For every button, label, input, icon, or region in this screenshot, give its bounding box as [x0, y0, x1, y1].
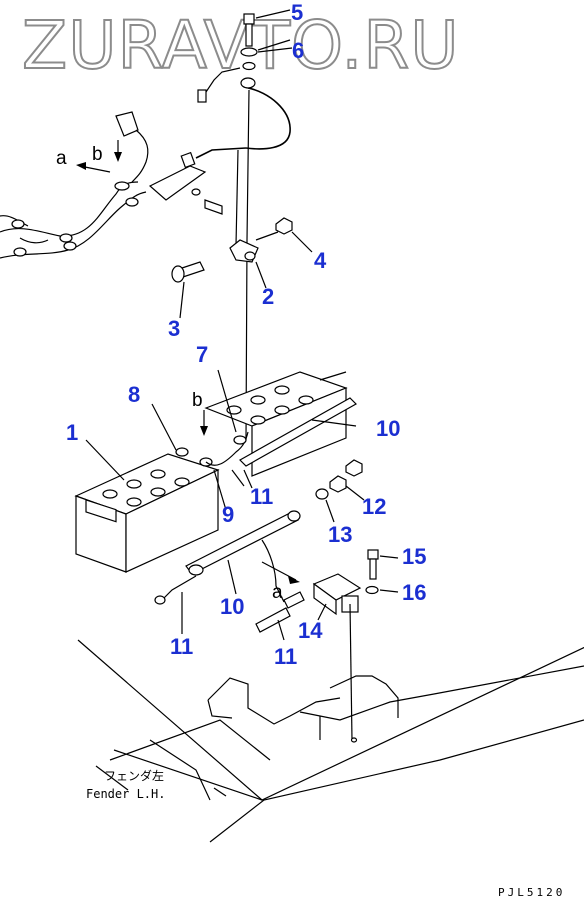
fender-outline: [77, 639, 584, 843]
harness-clip-4: [63, 241, 77, 251]
bolt-5-shank: [245, 23, 253, 47]
callout-14: 14: [298, 618, 323, 643]
rod-11: [283, 591, 305, 609]
view-b-mid: b: [192, 390, 203, 411]
washer-13: [315, 488, 329, 500]
view-a-top: a: [56, 148, 67, 169]
callout-1: 1: [66, 420, 78, 445]
drawing-code: PJL5120: [498, 886, 565, 899]
clamp-bolt: [204, 199, 223, 215]
mounting-hardware: [171, 217, 313, 319]
callout-8: 8: [128, 382, 140, 407]
hold-down-bar-rear: [239, 397, 357, 467]
arrow-b-head: [114, 152, 122, 162]
view-a-low: a: [272, 582, 283, 603]
bolt-5-head: [243, 13, 255, 25]
rod-11-hook: [255, 607, 291, 633]
callout-4: 4: [314, 248, 327, 273]
harness-clip-3: [13, 247, 27, 257]
callout-5: 5: [291, 0, 303, 25]
harness-clip-1: [11, 219, 25, 229]
clamp-washer: [191, 188, 201, 196]
arrow-b-mid-head: [200, 426, 208, 436]
bolt-15-head: [367, 549, 379, 560]
callout-10-rear: 10: [376, 416, 400, 441]
battery-caps: [102, 385, 314, 507]
arrow-a-low-head: [288, 576, 300, 584]
washer-16: [365, 585, 379, 595]
arrow-a-low: [261, 561, 297, 581]
callout-3: 3: [168, 316, 180, 341]
terminal-8: [175, 447, 189, 457]
clamp-tab: [180, 151, 196, 169]
view-b-top: b: [92, 144, 103, 165]
harness-clip-5: [114, 181, 130, 191]
watermark: ZURAVTO.RU: [22, 7, 460, 84]
callout-10-front: 10: [220, 594, 244, 619]
callout-2: 2: [262, 284, 274, 309]
bar-end-2: [188, 564, 204, 576]
bolt-15-shank: [369, 558, 377, 580]
battery-handle: [85, 499, 117, 523]
callout-12: 12: [362, 494, 386, 519]
nut-12b: [329, 475, 347, 493]
nut-4: [275, 217, 293, 235]
callout-15: 15: [402, 544, 426, 569]
bar-end: [287, 510, 301, 522]
callout-7: 7: [196, 342, 208, 367]
ground-cable-assembly: [0, 9, 293, 441]
rod-end: [154, 595, 166, 605]
nut-12a: [345, 459, 363, 477]
harness-clip-2: [59, 233, 73, 243]
harness-clip-6: [125, 197, 139, 207]
fender-caption-en: Fender L.H.: [86, 787, 165, 801]
callout-11-left: 11: [170, 634, 193, 659]
callout-6: 6: [292, 38, 304, 63]
harness-plug: [115, 111, 139, 137]
callout-16: 16: [402, 580, 426, 605]
lower-hardware: [154, 459, 399, 743]
clamp-bracket: [148, 165, 207, 201]
bracket-14-face: [313, 582, 337, 616]
callout-11-low: 11: [274, 644, 297, 669]
ring-terminal: [240, 77, 256, 89]
callout-9: 9: [222, 502, 234, 527]
mount-point: [350, 737, 358, 743]
fender-caption-jp: フェンダ左: [104, 768, 164, 783]
callout-11-mid: 11: [250, 484, 273, 509]
connector: [197, 89, 207, 103]
callout-13: 13: [328, 522, 352, 547]
washer-6: [240, 47, 258, 57]
batteries: [74, 369, 357, 573]
washer-small: [242, 61, 256, 71]
clamp-2-hole: [244, 251, 256, 261]
terminal-7: [233, 435, 247, 445]
arrow-a-head: [76, 162, 86, 170]
bolt-3-head: [171, 265, 185, 283]
